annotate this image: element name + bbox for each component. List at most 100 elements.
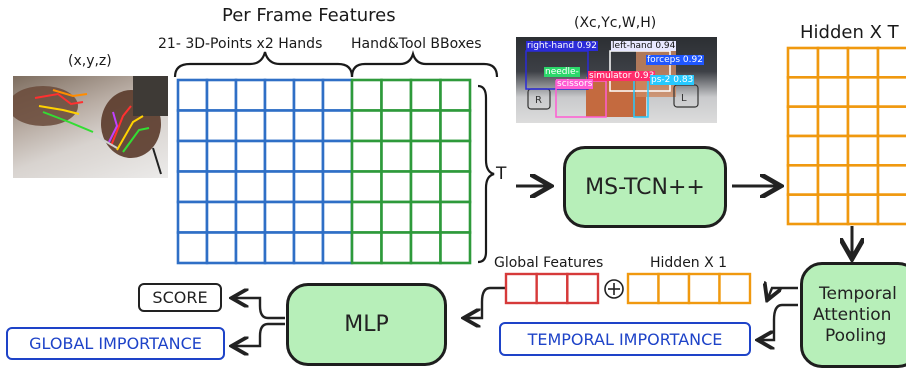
hidden-t-grid-cell [786,164,820,196]
per-frame-features-title: Per Frame Features [222,5,396,26]
hand-pose-photo [13,76,168,178]
bbox-grid-cell [439,231,472,265]
temporal-attention-pooling-block: Temporal Attention Pooling [800,262,906,368]
bbox-grid-cell [350,170,383,204]
hand-points-grid [176,78,354,265]
hidden-t-grid-cell [816,134,850,167]
bbox-coords-label: (Xc,Yc,W,H) [574,15,657,31]
hidden-x-t-label: Hidden X T [800,22,899,43]
hidden-t-grid-cell [846,105,880,138]
hidden-t-grid-cell [876,164,906,196]
hand-points-grid-cell [205,139,238,173]
hidden-t-grid-cell [816,76,850,108]
det-right-hand: right-hand 0.92 [526,41,598,51]
hand-points-grid-cell [205,109,238,143]
arrow-pooling-to-temporal-importance [760,303,798,340]
hand-points-grid-cell [176,200,209,234]
hand-points-grid-cell [234,231,267,265]
bbox-grid-cell [380,78,413,112]
hand-points-grid-cell [176,231,209,265]
temporal-importance-output: TEMPORAL IMPORTANCE [499,322,751,356]
hidden-t-grid-cell [816,164,850,196]
temporal-importance-label: TEMPORAL IMPORTANCE [527,329,723,349]
global-importance-label: GLOBAL IMPORTANCE [29,334,202,353]
hand-points-grid-cell [321,170,354,204]
global-features-grid-cell [566,272,600,305]
hidden-t-grid-cell [846,76,880,108]
bbox-grid-cell [380,170,413,204]
hand-points-grid-cell [321,109,354,143]
global-importance-output: GLOBAL IMPORTANCE [6,327,225,360]
bbox-grid-cell [409,170,442,204]
hidden-t-grid-cell [846,46,880,79]
hidden-1-grid [626,272,752,305]
hidden-t-grid-cell [816,105,850,138]
hand-points-grid-cell [234,78,267,112]
hidden-t-grid-cell [846,134,880,167]
hidden-1-grid-cell [687,272,721,305]
hidden-t-grid [786,46,906,226]
hidden-x-1-label: Hidden X 1 [650,255,728,271]
detection-photo: R L right-hand 0.92 left-hand 0.94 force… [516,37,717,123]
global-features-grid [504,272,600,305]
arrow-mlp-to-global-importance [234,322,285,346]
brace-points [173,51,354,78]
hand-points-grid-cell [292,139,325,173]
bbox-grid-cell [439,109,472,143]
brace-bboxes [350,50,499,78]
points-hands-label: 21- 3D-Points x2 Hands [158,36,323,52]
hand-points-grid-cell [176,109,209,143]
t-label: T [496,164,507,184]
hand-points-grid-cell [263,139,296,173]
hand-points-grid-cell [263,200,296,234]
mlp-block: MLP [286,283,447,366]
hand-points-grid-cell [321,78,354,112]
det-left-hand: left-hand 0.94 [611,41,677,51]
hand-points-grid-cell [234,139,267,173]
ms-tcn-label: MS-TCN++ [585,174,705,200]
hidden-t-grid-cell [786,134,820,167]
bbox-grid [350,78,472,265]
det-ps: ps-2 0.83 [650,75,695,85]
hidden-t-grid-cell [846,164,880,196]
bbox-grid-cell [350,231,383,265]
hidden-t-grid-cell [786,76,820,108]
hidden-t-grid-cell [786,46,820,79]
brace-t [477,84,495,264]
hidden-t-grid-cell [876,46,906,79]
det-needle: needle- [544,67,580,77]
hand-points-grid-cell [205,231,238,265]
bbox-grid-cell [409,109,442,143]
xyz-label: (x,y,z) [68,53,112,69]
hand-points-grid-cell [234,170,267,204]
hidden-t-grid-cell [786,193,820,226]
hidden-t-grid-cell [876,193,906,226]
pooling-line-3: Pooling [825,325,887,346]
hand-points-grid-cell [321,200,354,234]
arrow-features-to-mlp [466,286,506,318]
global-features-label: Global Features [494,255,604,271]
hand-points-grid-cell [234,200,267,234]
bbox-grid-cell [380,139,413,173]
bbox-grid-cell [439,139,472,173]
bbox-grid-cell [409,231,442,265]
det-scissors: scissors [556,79,594,89]
bbox-grid-cell [380,200,413,234]
hidden-t-grid-cell [786,105,820,138]
hidden-1-grid-cell [626,272,660,305]
mlp-label: MLP [344,312,389,337]
score-output: SCORE [138,283,222,312]
global-features-grid-cell [535,272,569,305]
bbox-grid-cell [380,231,413,265]
hand-points-grid-cell [205,170,238,204]
hand-points-grid-cell [176,139,209,173]
bbox-grid-cell [409,200,442,234]
ms-tcn-block: MS-TCN++ [563,146,727,228]
bbox-grid-cell [409,78,442,112]
hand-points-grid-cell [176,78,209,112]
hand-points-grid-cell [292,231,325,265]
hidden-t-grid-cell [876,105,906,138]
hand-points-grid-cell [234,109,267,143]
